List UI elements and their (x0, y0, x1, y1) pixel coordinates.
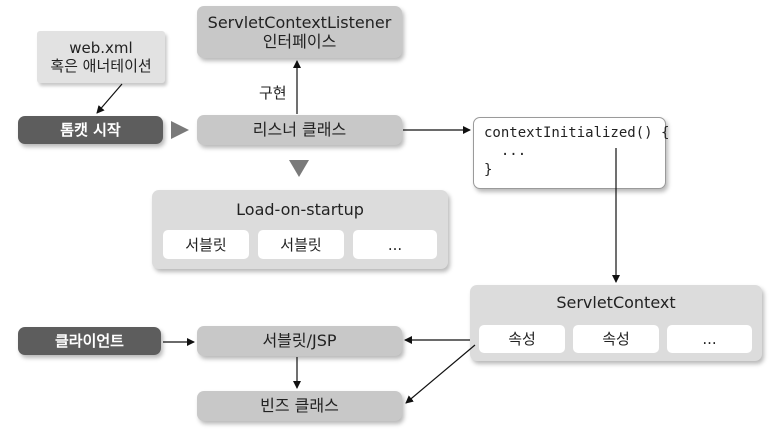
servlet-context-title: ServletContext (556, 293, 676, 312)
load-on-startup-more: ... (353, 230, 437, 259)
tomcat-to-listener-triangle (171, 121, 189, 139)
implements-label: 구현 (259, 84, 287, 102)
servlet-context-panel: ServletContext 속성 속성 ... (470, 285, 762, 361)
servlet-context-attribute-more: ... (667, 325, 752, 353)
servlet-context-attribute-2: 속성 (573, 325, 659, 353)
config-note-annotation: 혹은 애너테이션 (50, 57, 152, 75)
note-to-tomcat-arrow (96, 83, 123, 114)
config-note-webxml: web.xml (69, 39, 133, 57)
config-note: web.xml 혹은 애너테이션 (37, 31, 165, 83)
code-line-2: ... (484, 143, 527, 160)
code-line-3: } (484, 161, 493, 178)
context-to-bean-arrow (405, 344, 476, 404)
client-box: 클라이언트 (18, 327, 161, 355)
code-line-1: contextInitialized() { (484, 125, 670, 141)
tomcat-start-box: 톰캣 시작 (18, 116, 163, 144)
bean-class-box: 빈즈 클래스 (197, 391, 402, 421)
load-on-startup-servlet-2: 서블릿 (258, 230, 344, 259)
context-initialized-code-box: contextInitialized() { ... } (473, 117, 670, 189)
load-on-startup-servlet-1: 서블릿 (163, 230, 249, 259)
load-on-startup-title: Load-on-startup (236, 200, 364, 219)
servlet-context-listener-interface-box: ServletContextListener 인터페이스 (197, 6, 402, 58)
listener-interface-type: 인터페이스 (262, 32, 337, 51)
load-on-startup-panel: Load-on-startup 서블릿 서블릿 ... (152, 190, 448, 269)
servlet-jsp-box: 서블릿/JSP (197, 326, 402, 356)
servlet-context-attribute-1: 속성 (479, 325, 565, 353)
listener-class-box: 리스너 클래스 (197, 115, 402, 145)
listener-interface-name: ServletContextListener (207, 12, 392, 32)
listener-to-startup-triangle (289, 160, 309, 177)
